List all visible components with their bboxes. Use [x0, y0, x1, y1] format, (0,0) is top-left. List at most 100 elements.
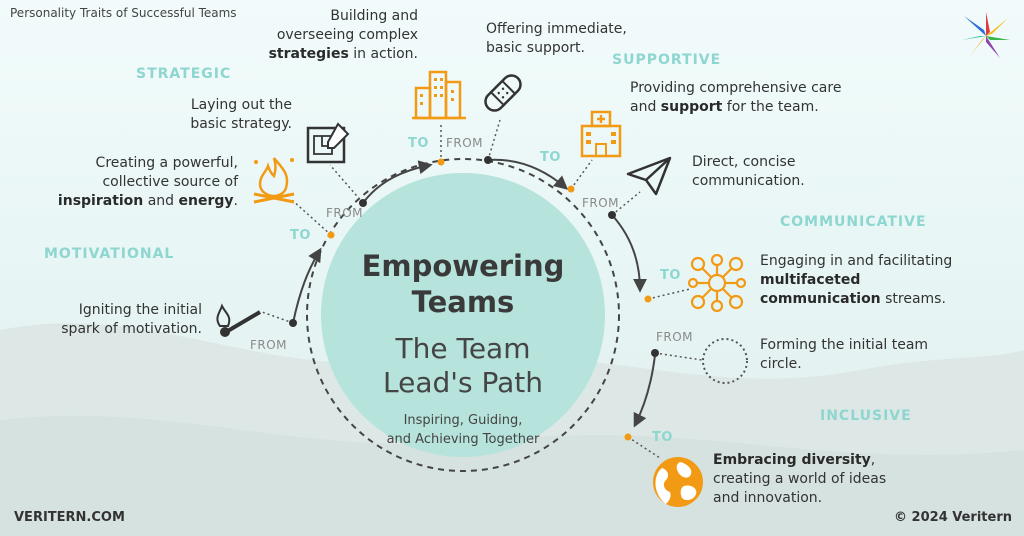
step-engage-end: streams. [880, 291, 946, 307]
connector-diversity [627, 436, 661, 459]
step-care-bold: support [660, 99, 723, 115]
center-tagline-line1: Inspiring, Guiding, [403, 413, 523, 428]
step-diversity-end: , [870, 452, 876, 468]
network-icon [688, 254, 746, 312]
step-aid-line1: Offering immediate, [486, 21, 627, 37]
center-tagline-line2: and Achieving Together [386, 432, 540, 447]
connector-circle [654, 352, 703, 361]
from-dot [651, 349, 659, 357]
arrow-direct-to-engage [611, 214, 647, 293]
center-subtitle-line2: Lead's Path [383, 366, 543, 399]
step-build: Building and overseeing complex strategi… [250, 7, 418, 64]
to-dot [567, 185, 575, 193]
step-plan-line2: basic strategy. [190, 116, 292, 132]
to-label: TO [408, 136, 429, 151]
to-label: TO [540, 150, 561, 165]
step-aid-line2: basic support. [486, 40, 585, 56]
to-label: TO [652, 430, 673, 445]
step-spark-line1: Igniting the initial [78, 302, 202, 318]
arrow-plan-to-build [362, 160, 433, 204]
to-label: TO [660, 268, 681, 283]
step-direct-line1: Direct, concise [692, 154, 796, 170]
to-dot [327, 231, 335, 239]
step-inspire-bold2: energy [178, 193, 234, 209]
step-care-end: for the team. [722, 99, 819, 115]
connector-inspire [291, 199, 332, 236]
step-care: Providing comprehensive care and support… [630, 79, 870, 117]
step-direct-line2: communication. [692, 173, 805, 189]
category-strategic: STRATEGIC [136, 66, 232, 82]
step-build-line1: Building and [330, 8, 418, 24]
center-tagline: Inspiring, Guiding, and Achieving Togeth… [322, 411, 604, 449]
step-engage-bold1: multifaceted [760, 272, 861, 288]
from-dot [484, 156, 492, 164]
category-motivational: MOTIVATIONAL [44, 246, 175, 262]
step-inspire-line1: Creating a powerful, [95, 155, 238, 171]
step-diversity-bold: Embracing diversity [713, 452, 871, 468]
logo-icon [962, 12, 1010, 58]
center-circle [321, 173, 605, 457]
to-dot [437, 158, 445, 166]
from-label: FROM [326, 206, 364, 220]
paper-plane-icon [626, 156, 672, 196]
step-inspire: Creating a powerful, collective source o… [30, 154, 238, 211]
from-dot [289, 319, 297, 327]
buildings-icon [412, 70, 466, 120]
blueprint-icon [306, 122, 350, 164]
center-title: Empowering Teams [322, 248, 604, 320]
step-spark: Igniting the initial spark of motivation… [40, 301, 202, 339]
match-icon [216, 303, 262, 337]
arrow-spark-to-inspire [292, 247, 322, 324]
from-label: FROM [582, 196, 620, 210]
from-dot [608, 211, 616, 219]
from-label: FROM [250, 338, 288, 352]
center-subtitle: The Team Lead's Path [322, 332, 604, 400]
step-inspire-line2: collective source of [102, 174, 238, 190]
step-direct: Direct, concise communication. [692, 153, 852, 191]
step-circle-line1: Forming the initial team [760, 337, 929, 353]
connector-spark [261, 311, 294, 324]
arrow-circle-to-diversity [633, 354, 656, 428]
category-communicative: COMMUNICATIVE [780, 214, 927, 230]
step-aid: Offering immediate, basic support. [486, 20, 656, 58]
to-dot [624, 433, 632, 441]
step-plan: Laying out the basic strategy. [150, 96, 292, 134]
step-build-bold: strategies [268, 46, 349, 62]
to-dot [644, 295, 652, 303]
connector-care [570, 159, 593, 190]
center-subtitle-line1: The Team [395, 332, 531, 365]
globe-icon [653, 457, 703, 507]
step-build-line2: overseeing complex [276, 27, 418, 43]
dashed-ring [306, 158, 620, 472]
circle-outline-icon [702, 338, 748, 384]
step-plan-line1: Laying out the [190, 97, 292, 113]
connector-plan [329, 164, 364, 204]
connector-aid [487, 119, 501, 161]
arrow-aid-to-care [487, 158, 569, 190]
step-inspire-end: . [233, 193, 238, 209]
category-inclusive: INCLUSIVE [820, 408, 912, 424]
connector-engage [647, 288, 691, 300]
background-wave-2 [0, 415, 1024, 536]
category-supportive: SUPPORTIVE [612, 52, 722, 68]
step-engage-bold2: communication [760, 291, 881, 307]
footer-copyright: © 2024 Veritern [894, 510, 1012, 525]
step-diversity-line3: and innovation. [713, 490, 823, 506]
step-engage-line1: Engaging in and facilitating [760, 253, 953, 269]
connector-direct [611, 191, 641, 216]
hospital-icon [580, 110, 622, 158]
to-label: TO [290, 228, 311, 243]
step-care-line1: Providing comprehensive care [630, 80, 842, 96]
step-build-end: in action. [348, 46, 418, 62]
header-topic: Personality Traits of Successful Teams [10, 6, 237, 20]
step-inspire-bold1: inspiration [57, 193, 144, 209]
step-engage: Engaging in and facilitating multifacete… [760, 252, 990, 309]
from-label: FROM [656, 330, 694, 344]
step-diversity: Embracing diversity, creating a world of… [713, 451, 933, 508]
from-dot [359, 199, 367, 207]
from-label: FROM [446, 136, 484, 150]
step-care-pre: and [630, 99, 661, 115]
bonfire-icon [253, 157, 295, 204]
step-diversity-line2: creating a world of ideas [713, 471, 887, 487]
